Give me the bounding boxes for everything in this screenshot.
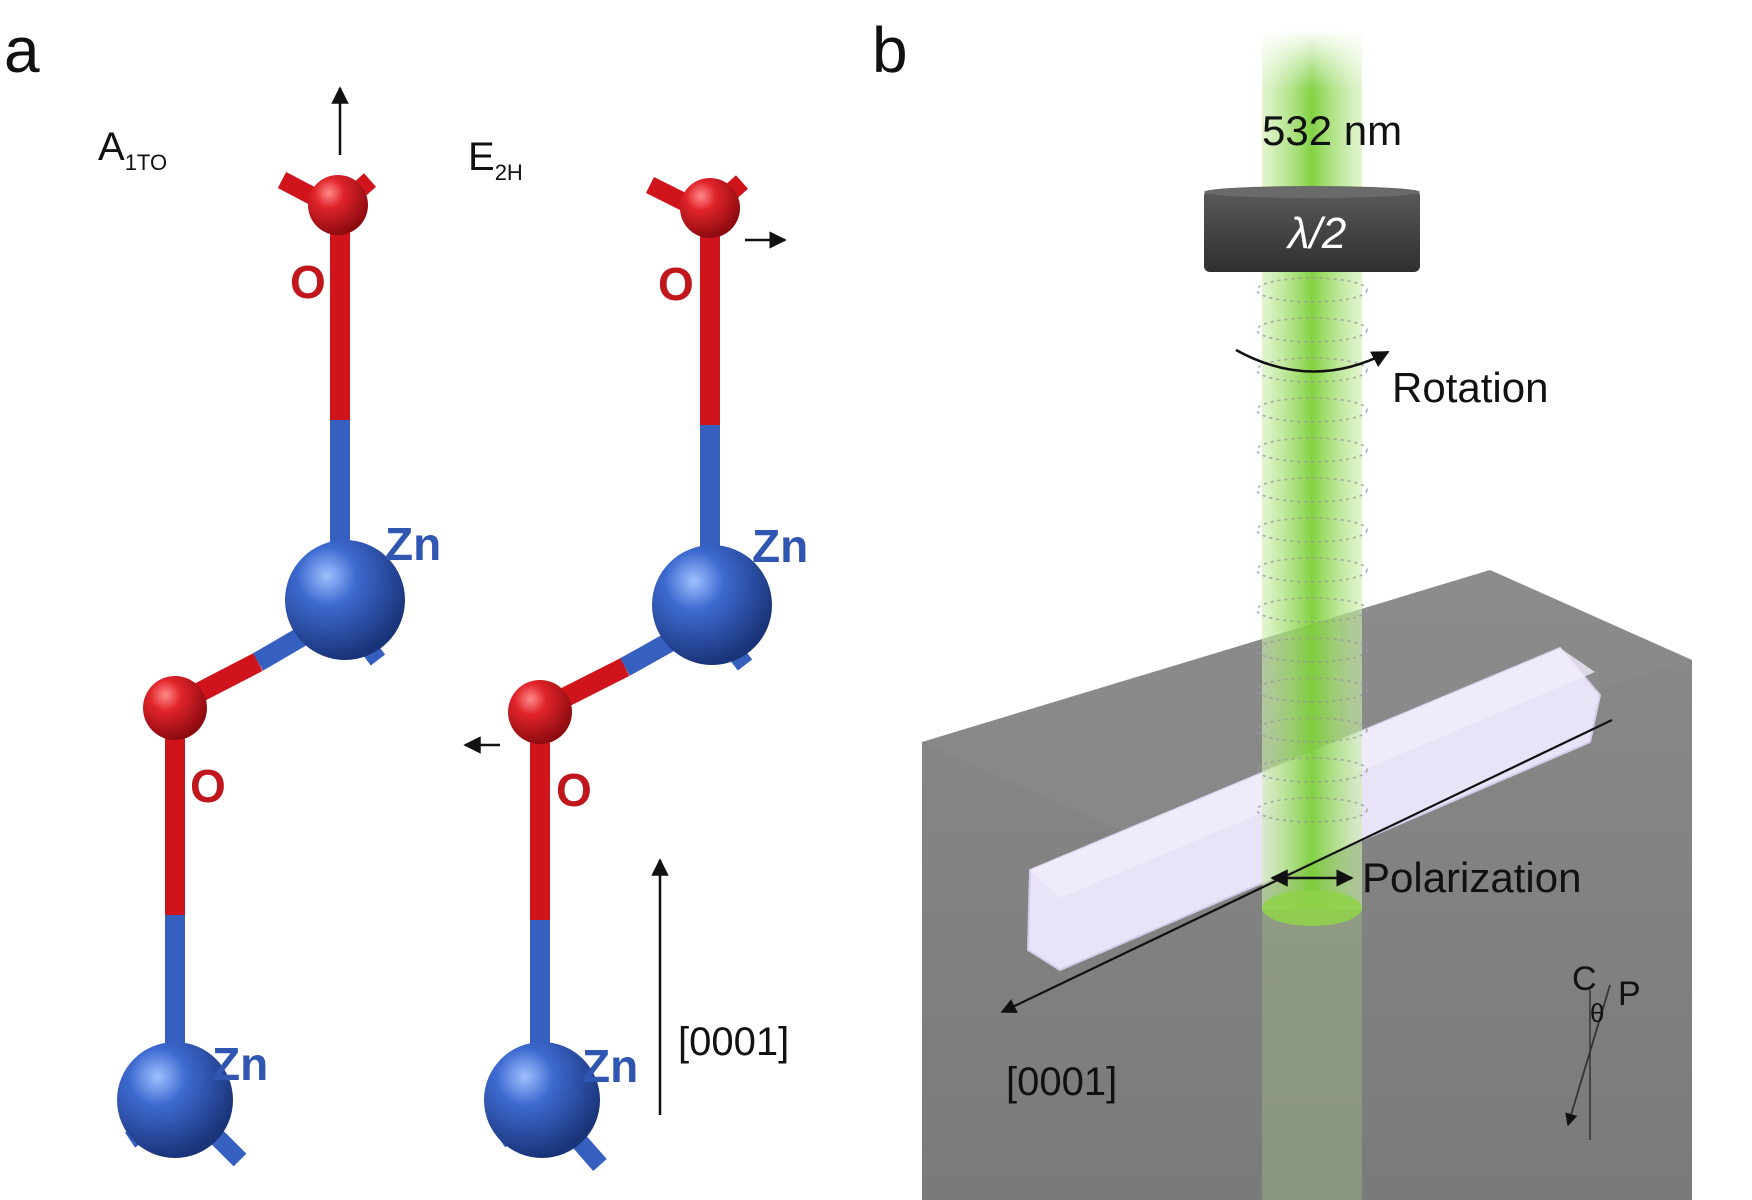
- polarization-label: Polarization: [1362, 854, 1581, 901]
- angle-c-label: C: [1572, 960, 1597, 998]
- nanowire-axis-label: [0001]: [1006, 1060, 1117, 1104]
- oxygen-atom: [508, 680, 572, 744]
- nanowire-axis-arrow: [1000, 719, 1613, 1013]
- p-direction-arrow: [1565, 984, 1611, 1127]
- oxygen-label: O: [556, 764, 592, 816]
- waveplate-label: λ/2: [1286, 209, 1346, 258]
- wavelength-label: 532 nm: [1262, 107, 1402, 154]
- half-wave-plate: λ/2: [1204, 186, 1420, 272]
- c-axis-label: [0001]: [678, 1020, 789, 1064]
- polarization-coils: [1256, 277, 1368, 823]
- mode-a1to-label: A1TO: [98, 125, 167, 175]
- angle-diagram: C θ P: [1565, 960, 1641, 1140]
- rotation-arrow: [1235, 348, 1390, 373]
- rotation-label: Rotation: [1392, 364, 1548, 411]
- mode-e2h-label: E2H: [468, 135, 523, 185]
- oxygen-label: O: [290, 256, 326, 308]
- laser-spot: [1262, 890, 1362, 926]
- zinc-atom: [285, 540, 405, 660]
- laser-beam: [1262, 30, 1362, 910]
- oxygen-atom: [308, 175, 368, 235]
- laser-beam-fade: [1262, 30, 1362, 90]
- zinc-label: Zn: [385, 518, 441, 570]
- angle-theta-label: θ: [1590, 998, 1604, 1028]
- angle-p-label: P: [1618, 975, 1641, 1013]
- e2h-chain: O Zn O Zn: [463, 175, 808, 1171]
- panel-a: a A1TO E2H: [4, 14, 808, 1171]
- oxygen-atom: [680, 178, 740, 238]
- oxygen-label: O: [190, 760, 226, 812]
- zinc-label: Zn: [582, 1040, 638, 1092]
- zinc-atom: [484, 1042, 600, 1158]
- panel-b: b 532 nm: [872, 14, 1692, 1200]
- oxygen-label: O: [658, 258, 694, 310]
- zinc-label: Zn: [212, 1038, 268, 1090]
- panel-b-label: b: [872, 14, 908, 86]
- zinc-label: Zn: [752, 520, 808, 572]
- a1to-chain: O Zn O Zn: [117, 86, 441, 1167]
- oxygen-atom: [143, 676, 207, 740]
- panel-a-label: a: [4, 14, 40, 86]
- zinc-atom: [652, 545, 772, 665]
- zinc-atom: [117, 1042, 233, 1158]
- transmitted-beam: [1262, 905, 1362, 1200]
